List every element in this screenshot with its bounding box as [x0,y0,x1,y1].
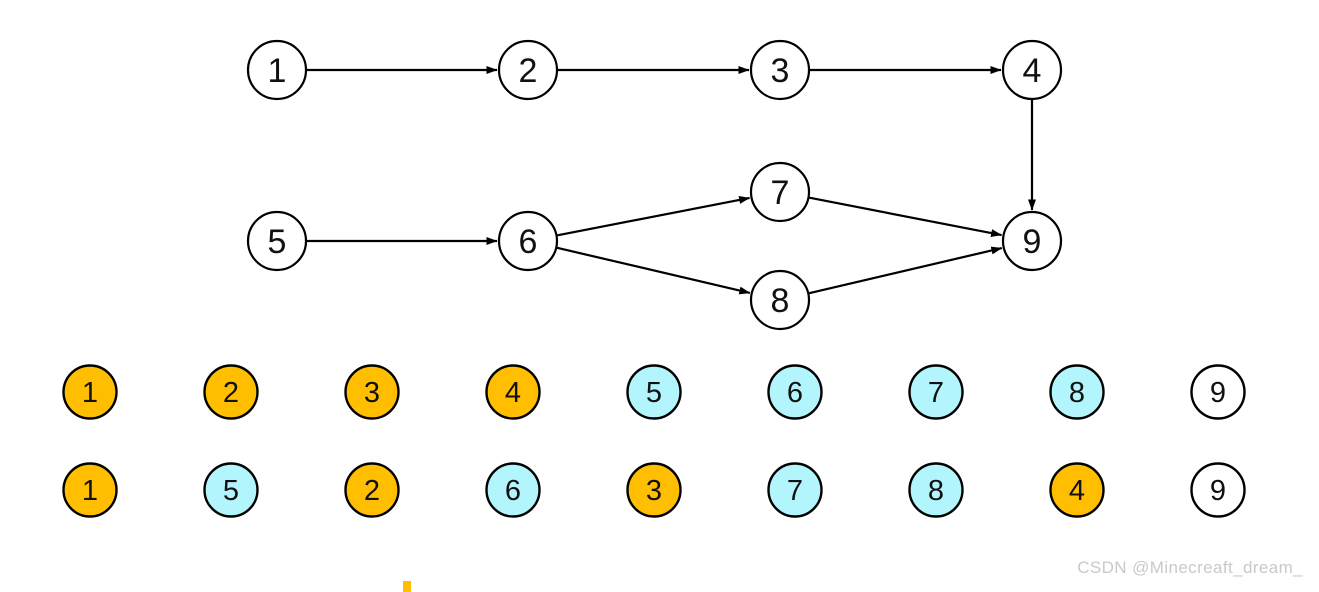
graph-node-circle [246,210,308,272]
graph-node-circle [1001,39,1063,101]
edges-layer [307,66,1036,295]
graph-node-circle [749,161,811,223]
graph-node-5[interactable]: 5 [246,210,308,272]
sequence-node-label: 3 [364,377,380,409]
sequence-node-circle [344,462,400,518]
sequences-layer: 1 2 3 4 5 6 7 8 9 1 5 2 6 3 7 8 4 9 [62,364,1246,518]
graph-node-circle [749,269,811,331]
ordering-row-2: 1 5 2 6 3 7 8 4 9 [62,462,1246,518]
sequence-node-label: 5 [646,377,662,409]
sequence-node-circle [626,462,682,518]
graph-node-9[interactable]: 9 [1001,210,1063,272]
graph-node-3[interactable]: 3 [749,39,811,101]
graph-node-label: 8 [771,282,790,320]
watermark-text: CSDN @Minecreaft_dream_ [1077,558,1303,577]
graph-node-circle [497,39,559,101]
sequence-node-label: 8 [928,475,944,507]
sequence-node-label: 1 [82,377,98,409]
graph-node-label: 5 [268,223,287,261]
ordering-row-1-item-8[interactable]: 8 [1049,364,1105,420]
graph-node-1[interactable]: 1 [246,39,308,101]
graph-node-label: 3 [771,52,790,90]
sequence-node-circle [767,364,823,420]
graph-node-circle [246,39,308,101]
ordering-row-1-item-2[interactable]: 2 [203,364,259,420]
sequence-node-circle [908,364,964,420]
ordering-row-1-item-1[interactable]: 1 [62,364,118,420]
graph-node-label: 2 [519,52,538,90]
sequence-node-circle [626,364,682,420]
graph-node-label: 4 [1023,52,1042,90]
ordering-row-2-item-1[interactable]: 1 [62,462,118,518]
sequence-node-circle [1190,364,1246,420]
edge-7-to-9 [809,196,1003,238]
sequence-node-circle [485,462,541,518]
sequence-node-circle [1049,364,1105,420]
graph-node-circle [749,39,811,101]
graph-node-7[interactable]: 7 [749,161,811,223]
ordering-row-2-item-9[interactable]: 9 [1190,462,1246,518]
ordering-row-2-item-2[interactable]: 5 [203,462,259,518]
sequence-node-label: 2 [364,475,380,507]
ordering-row-1-item-6[interactable]: 6 [767,364,823,420]
sequence-node-label: 4 [1069,475,1085,507]
edge-6-to-8 [556,246,751,295]
graph-node-label: 1 [268,52,287,90]
ordering-row-1: 1 2 3 4 5 6 7 8 9 [62,364,1246,420]
sequence-node-label: 9 [1210,377,1226,409]
graph-node-circle [1001,210,1063,272]
graph-nodes-layer: 1 2 3 4 5 6 7 8 9 [246,39,1063,331]
ordering-row-2-item-4[interactable]: 6 [485,462,541,518]
sequence-node-circle [203,364,259,420]
sequence-node-circle [908,462,964,518]
ordering-row-2-item-3[interactable]: 2 [344,462,400,518]
sequence-node-circle [485,364,541,420]
sequence-node-circle [767,462,823,518]
ordering-row-1-item-9[interactable]: 9 [1190,364,1246,420]
stray-orange-mark [403,581,411,592]
edge-8-to-9 [808,246,1003,295]
ordering-row-1-item-3[interactable]: 3 [344,364,400,420]
sequence-node-label: 8 [1069,377,1085,409]
sequence-node-circle [1049,462,1105,518]
ordering-row-1-item-5[interactable]: 5 [626,364,682,420]
sequence-node-label: 3 [646,475,662,507]
sequence-node-circle [1190,462,1246,518]
ordering-row-2-item-5[interactable]: 3 [626,462,682,518]
graph-node-4[interactable]: 4 [1001,39,1063,101]
graph-node-label: 7 [771,174,790,212]
graph-node-label: 6 [519,223,538,261]
edge-6-to-7 [557,195,751,237]
sequence-node-label: 6 [505,475,521,507]
graph-node-6[interactable]: 6 [497,210,559,272]
sequence-node-label: 4 [505,377,521,409]
ordering-row-2-item-6[interactable]: 7 [767,462,823,518]
graph-node-circle [497,210,559,272]
sequence-node-circle [62,364,118,420]
graph-node-label: 9 [1023,223,1042,261]
ordering-row-2-item-8[interactable]: 4 [1049,462,1105,518]
ordering-row-1-item-7[interactable]: 7 [908,364,964,420]
sequence-node-circle [344,364,400,420]
graph-node-2[interactable]: 2 [497,39,559,101]
sequence-node-label: 1 [82,475,98,507]
sequence-node-label: 6 [787,377,803,409]
sequence-node-circle [203,462,259,518]
sequence-node-label: 5 [223,475,239,507]
ordering-row-2-item-7[interactable]: 8 [908,462,964,518]
sequence-node-circle [62,462,118,518]
sequence-node-label: 7 [928,377,944,409]
ordering-row-1-item-4[interactable]: 4 [485,364,541,420]
sequence-node-label: 7 [787,475,803,507]
sequence-node-label: 9 [1210,475,1226,507]
sequence-node-label: 2 [223,377,239,409]
graph-node-8[interactable]: 8 [749,269,811,331]
